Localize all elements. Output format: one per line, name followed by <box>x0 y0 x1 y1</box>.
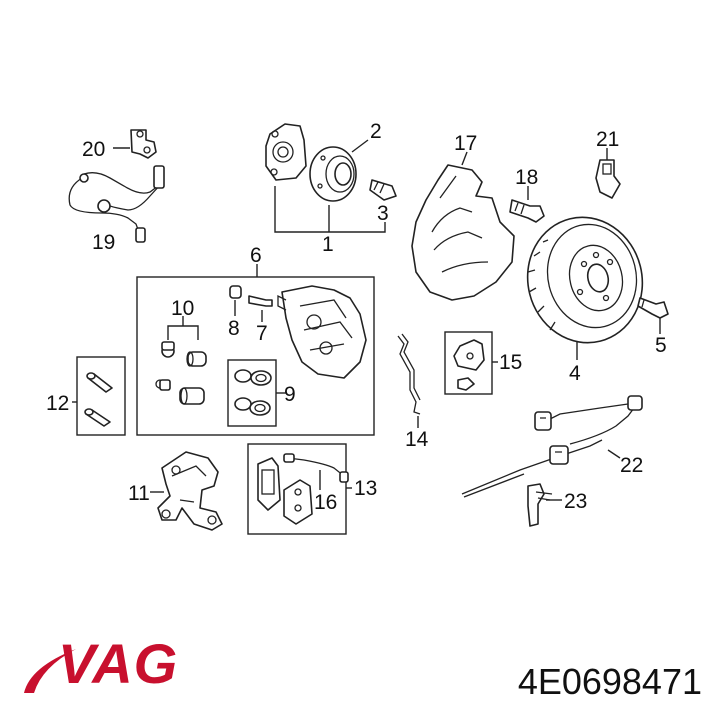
callout-12: 12 <box>46 392 69 415</box>
bolt-3 <box>369 179 397 201</box>
brake-hose-19 <box>68 165 165 243</box>
callout-2: 2 <box>370 120 382 143</box>
sensor-harness-22 <box>461 395 643 498</box>
guide-pin-box-12 <box>76 356 126 436</box>
callout-18: 18 <box>515 166 538 189</box>
callout-22: 22 <box>620 454 643 477</box>
pad-kit-box-13 <box>247 443 347 535</box>
clip-kit-box-15 <box>444 331 493 395</box>
brake-caliper <box>277 285 367 379</box>
callout-20: 20 <box>82 138 105 161</box>
splash-shield-17 <box>411 164 515 301</box>
callout-23: 23 <box>564 490 587 513</box>
clip-23 <box>527 483 553 527</box>
callout-1: 1 <box>322 233 334 256</box>
caliper-bracket-11 <box>157 451 223 531</box>
callout-8: 8 <box>228 317 240 340</box>
callout-5: 5 <box>655 334 667 357</box>
callout-3: 3 <box>377 202 389 225</box>
callout-11: 11 <box>128 482 150 505</box>
piston-seal-9 <box>234 369 272 416</box>
brake-pad-13 <box>257 457 313 525</box>
guide-bushing-10b <box>186 351 207 367</box>
wheel-hub-2 <box>309 146 357 202</box>
seal-kit-box-9 <box>227 359 277 427</box>
callout-13: 13 <box>354 477 377 500</box>
hose-bracket-20 <box>130 129 157 159</box>
brake-disc-4 <box>526 216 644 344</box>
guide-bushing-10d <box>179 387 205 405</box>
bolt-18 <box>509 199 545 223</box>
caliper-kit-box-6 <box>136 276 375 436</box>
callout-16: 16 <box>314 491 337 514</box>
callout-7: 7 <box>256 322 268 345</box>
guide-pin-12 <box>84 372 113 427</box>
spring-clip-14 <box>397 333 421 415</box>
callout-17: 17 <box>454 132 477 155</box>
brand-swoosh-icon <box>24 649 76 693</box>
brand-logo: VAG <box>58 632 179 695</box>
clip-15 <box>453 339 485 391</box>
wheel-bearing-housing <box>265 123 307 181</box>
bleeder-7 <box>248 295 273 307</box>
callout-9: 9 <box>284 383 296 406</box>
callout-6: 6 <box>250 244 262 267</box>
wear-sensor-21 <box>595 159 621 199</box>
callout-21: 21 <box>596 128 619 151</box>
wear-indicator-16 <box>283 453 349 483</box>
callout-10: 10 <box>171 297 194 320</box>
callout-19: 19 <box>92 231 115 254</box>
guide-bushing-10c <box>155 379 171 391</box>
guide-bushing-10a <box>161 341 175 358</box>
cap-8 <box>229 285 242 299</box>
callout-15: 15 <box>499 351 522 374</box>
part-number: 4E0698471 <box>517 661 702 702</box>
callout-14: 14 <box>405 428 429 451</box>
callout-4: 4 <box>569 362 581 385</box>
screw-5 <box>637 297 669 319</box>
